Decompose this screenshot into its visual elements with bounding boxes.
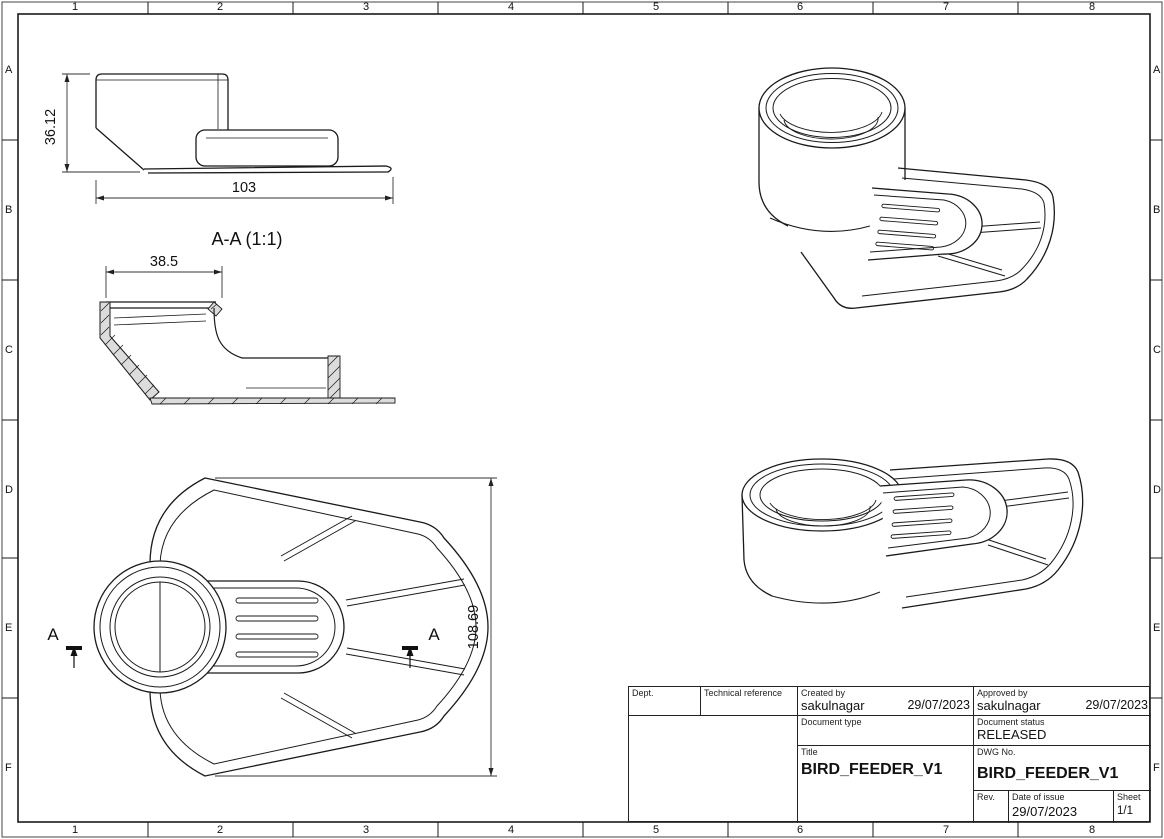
grid-col-label: 7 (942, 1, 950, 13)
title-block-sheet-cell: Sheet 1/1 (1114, 791, 1151, 823)
created-by-value: sakulnagar (801, 698, 865, 713)
sheet-value: 1/1 (1117, 805, 1133, 817)
section-view-label: A-A (1:1) (211, 229, 282, 249)
title-block-techref-cell: Technical reference (701, 687, 798, 716)
title-block-approved-cell: Approved by sakulnagar 29/07/2023 (974, 687, 1151, 716)
title-block-empty-cell (629, 716, 798, 823)
grid-col-label: 7 (942, 824, 950, 836)
left-wall-hatch (100, 302, 155, 395)
title-block-title-cell: Title BIRD_FEEDER_V1 (798, 746, 974, 823)
grid-row-label: E (5, 622, 13, 634)
document-type-label: Document type (801, 717, 862, 727)
title-block-docstatus-cell: Document status RELEASED (974, 716, 1151, 746)
document-status-value: RELEASED (977, 727, 1047, 742)
grid-col-label: 2 (216, 1, 224, 13)
grid-col-label: 5 (652, 824, 660, 836)
grid-col-label: 8 (1088, 824, 1096, 836)
iso-top-slots (875, 203, 941, 251)
grid-col-label: 3 (362, 1, 370, 13)
tray-cap-hatch (327, 355, 341, 399)
grid-row-label: D (5, 484, 13, 496)
sheet-label: Sheet (1117, 792, 1141, 802)
title-block-date-cell: Date of issue 29/07/2023 (1009, 791, 1114, 823)
rev-label: Rev. (977, 792, 995, 802)
grid-col-label: 4 (507, 1, 515, 13)
approved-by-row: sakulnagar 29/07/2023 (974, 698, 1151, 713)
title-value: BIRD_FEEDER_V1 (801, 761, 943, 778)
dwg-no-label: DWG No. (977, 747, 1016, 757)
technical-reference-label: Technical reference (704, 688, 783, 698)
title-block-dept-cell: Dept. (629, 687, 701, 716)
created-by-row: sakulnagar 29/07/2023 (798, 698, 973, 713)
approved-by-value: sakulnagar (977, 698, 1041, 713)
dept-label: Dept. (632, 688, 654, 698)
side-section-dimensions (105, 266, 223, 298)
title-block-rev-cell: Rev. (974, 791, 1009, 823)
iso-view-bottom (741, 458, 1084, 609)
basket-slots (235, 597, 319, 658)
section-cut-markers (66, 646, 418, 668)
title-block-doctype-cell: Document type (798, 716, 974, 746)
grid-col-label: 2 (216, 824, 224, 836)
grid-row-label: E (1153, 622, 1161, 634)
grid-col-label: 1 (71, 1, 79, 13)
iso-bottom-slots (890, 492, 955, 539)
plan-view (93, 477, 489, 777)
title-block-created-cell: Created by sakulnagar 29/07/2023 (798, 687, 974, 716)
approved-date: 29/07/2023 (1085, 698, 1148, 712)
date-of-issue-value: 29/07/2023 (1012, 804, 1078, 819)
grid-row-label: B (5, 204, 13, 216)
grid-col-label: 8 (1088, 1, 1096, 13)
approved-by-label: Approved by (977, 688, 1028, 698)
grid-row-label: F (5, 762, 12, 774)
grid-col-label: 4 (507, 824, 515, 836)
dwg-no-value: BIRD_FEEDER_V1 (977, 765, 1119, 782)
grid-col-label: 1 (71, 824, 79, 836)
grid-row-label: B (1153, 204, 1161, 216)
grid-row-label: F (1153, 762, 1160, 774)
front-section-view (95, 73, 392, 174)
grid-col-label: 3 (362, 824, 370, 836)
grid-row-label: A (5, 64, 13, 76)
iso-view-top (758, 67, 1055, 309)
side-section-view (99, 301, 396, 405)
title-block-dwg-cell: DWG No. BIRD_FEEDER_V1 (974, 746, 1151, 791)
dim-text-tray-width: 38.5 (150, 254, 178, 270)
grid-row-label: C (1153, 344, 1161, 356)
grid-col-label: 6 (796, 824, 804, 836)
section-cut-label-left: A (47, 625, 59, 644)
grid-row-label: A (1153, 64, 1161, 76)
dim-text-height: 36.12 (43, 109, 59, 145)
document-status-label: Document status (977, 717, 1045, 727)
grid-row-label: C (5, 344, 13, 356)
date-of-issue-label: Date of issue (1012, 792, 1065, 802)
created-by-label: Created by (801, 688, 846, 698)
dim-text-plan-height: 108.69 (466, 605, 482, 649)
grid-row-label: D (1153, 484, 1161, 496)
plan-ribs (280, 515, 466, 739)
created-date: 29/07/2023 (907, 698, 970, 712)
title-block: Dept. Technical reference Created by sak… (628, 686, 1151, 823)
dim-text-width: 103 (232, 180, 256, 196)
grid-col-label: 6 (796, 1, 804, 13)
title-label: Title (801, 747, 818, 757)
grid-col-label: 5 (652, 1, 660, 13)
plan-dimensions (215, 477, 497, 777)
section-cut-label-right: A (428, 625, 440, 644)
front-section-dimensions (62, 73, 394, 204)
base-plate-hatch (159, 397, 383, 405)
